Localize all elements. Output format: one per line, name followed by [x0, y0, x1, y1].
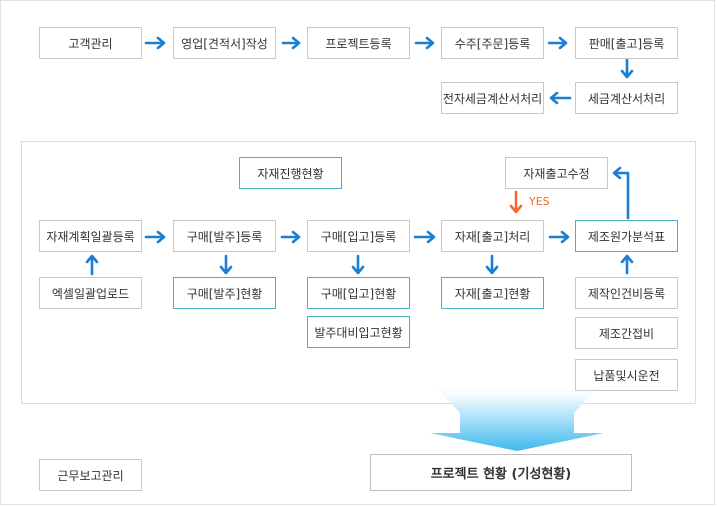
node-overhead[interactable]: 제조간접비 — [575, 317, 678, 349]
node-material-status[interactable]: 자재진행현황 — [239, 157, 342, 189]
arrow-cost-to-release-edit — [612, 166, 630, 220]
node-material-release-proc[interactable]: 자재[출고]처리 — [441, 220, 544, 252]
arrow-release-to-cost — [548, 230, 570, 244]
arrow-quote-to-project — [281, 36, 301, 50]
node-order-vs-receipt[interactable]: 발주대비입고현황 — [307, 316, 410, 348]
node-order-reg[interactable]: 수주[주문]등록 — [441, 27, 544, 59]
arrow-project-to-order — [414, 36, 435, 50]
node-tax-invoice[interactable]: 세금계산서처리 — [575, 82, 678, 114]
node-excel-upload[interactable]: 엑셀일괄업로드 — [39, 277, 142, 309]
node-quote[interactable]: 영업[견적서]작성 — [173, 27, 276, 59]
arrow-sales-to-tax — [620, 58, 634, 79]
arrow-tax-to-etax — [549, 91, 572, 105]
node-labor-cost-reg[interactable]: 제작인건비등록 — [575, 277, 678, 309]
node-cost-analysis[interactable]: 제조원가분석표 — [575, 220, 678, 252]
node-work-report[interactable]: 근무보고관리 — [39, 459, 142, 491]
arrow-receipt-to-release — [413, 230, 436, 244]
yes-label: YES — [529, 195, 550, 208]
node-sales-reg[interactable]: 판매[출고]등록 — [575, 27, 678, 59]
node-material-release-edit[interactable]: 자재출고수정 — [505, 157, 608, 189]
node-purchase-order-status[interactable]: 구매[발주]현황 — [173, 277, 276, 309]
node-project-reg[interactable]: 프로젝트등록 — [307, 27, 410, 59]
node-delivery-trial[interactable]: 납품및시운전 — [575, 359, 678, 391]
arrow-customer-to-quote — [144, 36, 166, 50]
node-e-tax-invoice[interactable]: 전자세금계산서처리 — [441, 82, 544, 114]
node-purchase-order-reg[interactable]: 구매[발주]등록 — [173, 220, 276, 252]
arrow-receipt-down — [351, 254, 365, 275]
arrow-excel-to-plan — [85, 254, 99, 276]
node-material-release-status[interactable]: 자재[출고]현황 — [441, 277, 544, 309]
arrow-edit-to-release-yes — [509, 190, 523, 214]
arrow-purchase-order-to-receipt — [280, 230, 301, 244]
node-project-status[interactable]: 프로젝트 현황 (기성현황) — [370, 454, 632, 491]
node-material-plan-upload[interactable]: 자재계획일괄등록 — [39, 220, 142, 252]
node-customer[interactable]: 고객관리 — [39, 27, 142, 59]
arrow-plan-to-purchase-order — [144, 230, 166, 244]
node-purchase-receipt-reg[interactable]: 구매[입고]등록 — [307, 220, 410, 252]
node-purchase-receipt-status[interactable]: 구매[입고]현황 — [307, 277, 410, 309]
funnel-arrow — [430, 384, 604, 451]
arrow-release-down — [485, 254, 499, 275]
arrow-purchase-order-down — [219, 254, 233, 275]
arrow-order-to-sales — [547, 36, 568, 50]
arrow-labor-to-cost — [620, 254, 634, 275]
